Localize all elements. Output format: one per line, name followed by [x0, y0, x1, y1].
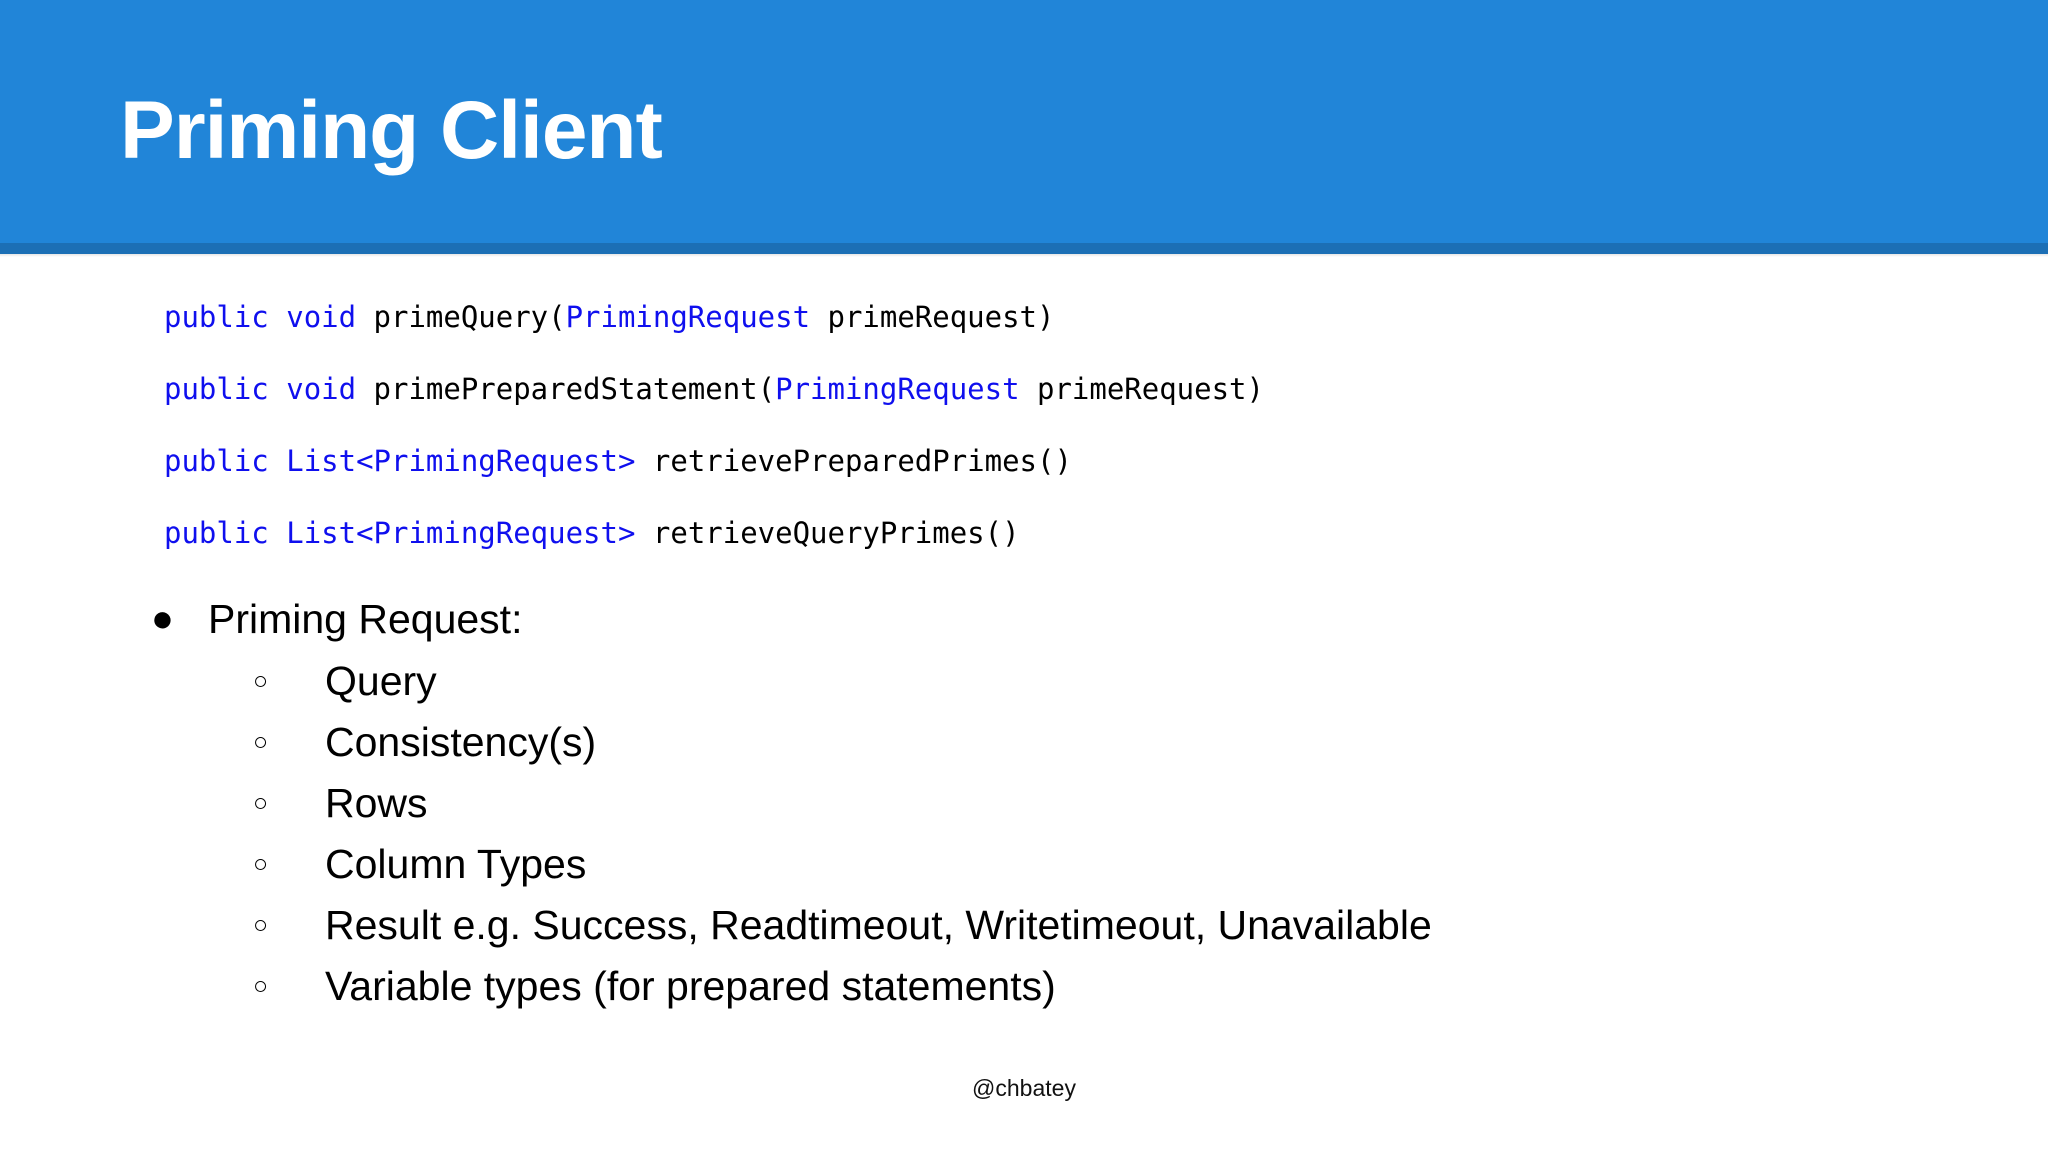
- code-keyword: public: [164, 300, 269, 334]
- code-text: retrieveQueryPrimes(): [635, 516, 1020, 550]
- list-item: ○ Variable types (for prepared statement…: [140, 957, 1432, 1018]
- code-line: public List<PrimingRequest> retrieveQuer…: [164, 497, 1264, 569]
- code-text: [269, 444, 286, 478]
- bullet-hollow-icon: ○: [253, 911, 269, 939]
- code-keyword: void: [286, 300, 357, 334]
- code-keyword: void: [286, 372, 357, 406]
- sub-bullet-list: ○ Query ○ Consistency(s) ○ Rows ○ Column…: [140, 652, 1432, 1018]
- list-item-label: Variable types (for prepared statements): [325, 963, 1056, 1009]
- code-text: [269, 300, 286, 334]
- header-drop-shadow: [0, 254, 2048, 257]
- bullet-filled-icon: ●: [151, 598, 174, 640]
- list-item-label: Rows: [325, 780, 428, 826]
- list-item: ○ Rows: [140, 774, 1432, 835]
- list-item-label: Priming Request:: [208, 596, 523, 642]
- code-text: primePreparedStatement(: [356, 372, 776, 406]
- code-text: [269, 516, 286, 550]
- bullet-hollow-icon: ○: [253, 728, 269, 756]
- list-item: ● Priming Request:: [140, 590, 1432, 652]
- code-text: retrievePreparedPrimes(): [635, 444, 1072, 478]
- bullet-hollow-icon: ○: [253, 850, 269, 878]
- code-keyword: PrimingRequest: [775, 372, 1020, 406]
- code-keyword: public: [164, 516, 269, 550]
- list-item: ○ Consistency(s): [140, 713, 1432, 774]
- list-item: ○ Query: [140, 652, 1432, 713]
- list-item-label: Query: [325, 658, 437, 704]
- bullet-hollow-icon: ○: [253, 972, 269, 1000]
- bullet-hollow-icon: ○: [253, 667, 269, 695]
- bullet-hollow-icon: ○: [253, 789, 269, 817]
- code-block: public void primeQuery(PrimingRequest pr…: [164, 281, 1264, 569]
- code-keyword: List<PrimingRequest>: [286, 516, 636, 550]
- header-underbar: [0, 243, 2048, 254]
- list-item: ○ Column Types: [140, 835, 1432, 896]
- code-line: public List<PrimingRequest> retrievePrep…: [164, 425, 1264, 497]
- code-keyword: List<PrimingRequest>: [286, 444, 636, 478]
- code-keyword: public: [164, 444, 269, 478]
- code-keyword: PrimingRequest: [565, 300, 811, 334]
- list-item: ○ Result e.g. Success, Readtimeout, Writ…: [140, 896, 1432, 957]
- page-title: Priming Client: [120, 85, 663, 176]
- code-line: public void primePreparedStatement(Primi…: [164, 353, 1264, 425]
- list-item-label: Column Types: [325, 841, 587, 887]
- code-text: [269, 372, 286, 406]
- bullet-list: ● Priming Request: ○ Query ○ Consistency…: [140, 590, 1432, 1018]
- slide-header-band: [0, 0, 2048, 243]
- code-keyword: public: [164, 372, 269, 406]
- slide-footer-handle: @chbatey: [972, 1075, 1076, 1101]
- list-item-label: Consistency(s): [325, 719, 597, 765]
- code-text: primeQuery(: [356, 300, 566, 334]
- code-line: public void primeQuery(PrimingRequest pr…: [164, 281, 1264, 353]
- code-text: primeRequest): [1019, 372, 1264, 406]
- list-item-label: Result e.g. Success, Readtimeout, Writet…: [325, 902, 1432, 948]
- code-text: primeRequest): [810, 300, 1055, 334]
